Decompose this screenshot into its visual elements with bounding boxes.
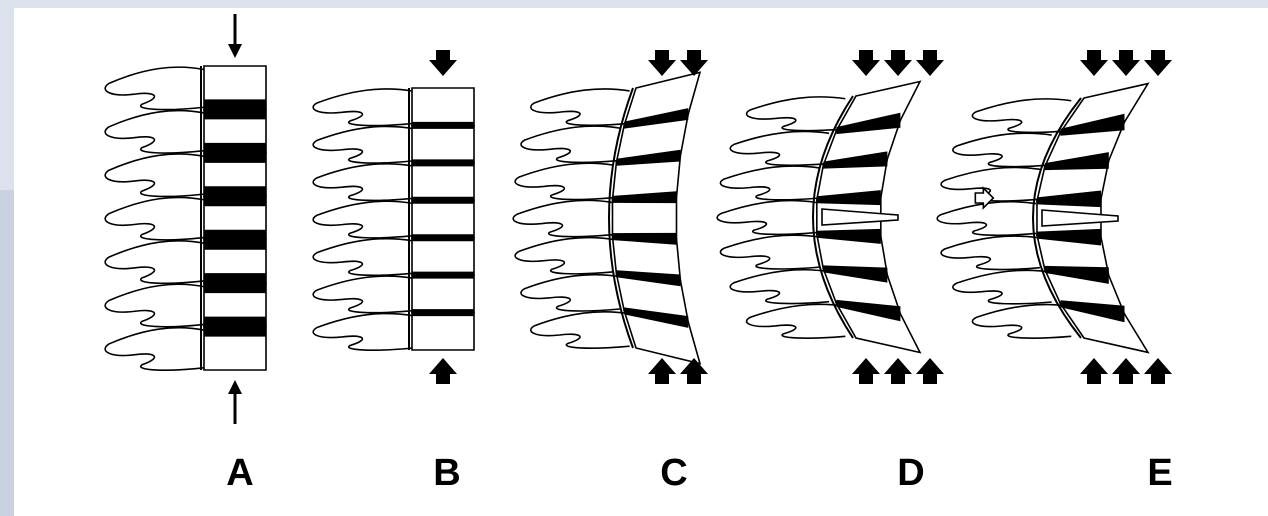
- panel-label-b: B: [417, 454, 477, 492]
- block-arrow-up-icon: [1144, 358, 1172, 384]
- block-arrow-up-icon: [916, 358, 944, 384]
- spinous-process: [730, 270, 829, 304]
- intervertebral-disc: [412, 309, 474, 316]
- block-arrow-down-icon: [680, 50, 708, 76]
- panel-label-a: A: [210, 454, 270, 492]
- spinous-process: [313, 126, 412, 163]
- block-arrow-down-icon: [916, 50, 944, 76]
- intervertebral-disc: [412, 234, 474, 241]
- intervertebral-disc: [204, 99, 266, 119]
- block-arrow-down-icon: [429, 50, 457, 76]
- protruding-disc: [1042, 210, 1118, 226]
- spinous-process: [105, 67, 204, 109]
- panel-label-d: D: [881, 454, 941, 492]
- frame-top-border: [0, 0, 1268, 8]
- panel-c: [513, 50, 708, 384]
- spinous-process: [105, 284, 204, 326]
- spinous-process: [313, 314, 412, 351]
- spinous-process: [521, 126, 620, 162]
- intervertebral-disc: [204, 273, 266, 293]
- spine-diagram-svg: [14, 8, 1268, 516]
- block-arrow-down-icon: [852, 50, 880, 76]
- panel-label-c: C: [644, 454, 704, 492]
- panel-d: [717, 50, 944, 384]
- intervertebral-disc: [412, 159, 474, 166]
- spinous-process: [513, 200, 612, 236]
- block-arrow-down-icon: [884, 50, 912, 76]
- protruding-disc: [822, 209, 898, 225]
- block-arrow-up-icon: [429, 358, 457, 384]
- spinous-process: [747, 304, 846, 338]
- intervertebral-disc: [412, 122, 474, 129]
- spinous-process: [105, 154, 204, 196]
- spinous-process: [937, 202, 1036, 236]
- vertebral-body: [412, 88, 474, 125]
- panel-e: [937, 50, 1172, 384]
- vertebral-body: [412, 125, 474, 162]
- vertebral-body: [412, 238, 474, 275]
- panel-label-e: E: [1130, 454, 1190, 492]
- spine-diagram-figure: A B C D E: [14, 8, 1268, 516]
- spinous-process: [941, 236, 1040, 270]
- load-arrowhead-up-icon: [228, 380, 242, 394]
- spinous-process: [720, 235, 819, 269]
- spinous-process: [730, 131, 829, 165]
- spinous-process: [313, 201, 412, 238]
- spinous-process: [313, 239, 412, 276]
- spinous-process: [105, 197, 204, 239]
- spinous-process: [531, 89, 630, 125]
- block-arrow-down-icon: [1112, 50, 1140, 76]
- intervertebral-disc: [204, 317, 266, 337]
- block-arrow-up-icon: [680, 358, 708, 384]
- block-arrow-down-icon: [648, 50, 676, 76]
- block-arrow-up-icon: [852, 358, 880, 384]
- intervertebral-disc: [204, 143, 266, 163]
- spinous-process: [717, 201, 816, 235]
- spinous-process: [515, 163, 614, 199]
- vertebral-body: [412, 275, 474, 312]
- spinous-process: [313, 89, 412, 126]
- spinous-process: [313, 164, 412, 201]
- spinous-process: [972, 305, 1071, 339]
- spinous-process: [972, 99, 1071, 133]
- intervertebral-disc: [412, 197, 474, 204]
- spinous-process: [953, 133, 1052, 167]
- intervertebral-disc: [204, 186, 266, 206]
- spinous-process: [531, 312, 630, 348]
- spinous-process: [105, 111, 204, 153]
- block-arrow-up-icon: [1080, 358, 1108, 384]
- block-arrow-up-icon: [1112, 358, 1140, 384]
- spinous-process: [720, 166, 819, 200]
- vertebral-body: [412, 313, 474, 350]
- block-arrow-up-icon: [648, 358, 676, 384]
- spinous-process: [313, 276, 412, 313]
- vertebral-body: [612, 197, 676, 239]
- spinous-process: [953, 270, 1052, 304]
- spinous-process: [515, 238, 614, 274]
- intervertebral-disc: [204, 230, 266, 250]
- block-arrow-down-icon: [1144, 50, 1172, 76]
- intervertebral-disc: [412, 272, 474, 279]
- vertebral-body: [412, 200, 474, 237]
- panel-b: [313, 50, 474, 384]
- spinous-process: [105, 328, 204, 370]
- frame-left-border-lower: [0, 190, 14, 516]
- load-arrowhead-down-icon: [228, 44, 242, 58]
- block-arrow-down-icon: [1080, 50, 1108, 76]
- spinous-process: [105, 241, 204, 283]
- vertebral-body: [412, 163, 474, 200]
- block-arrow-up-icon: [884, 358, 912, 384]
- spinous-process: [747, 97, 846, 131]
- panel-a: [105, 14, 266, 424]
- spinous-process: [521, 275, 620, 311]
